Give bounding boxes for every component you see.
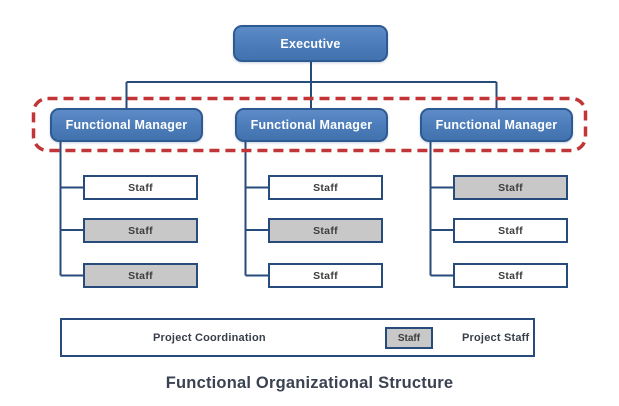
staff-node-project: Staff (453, 175, 568, 200)
executive-node: Executive (233, 25, 388, 62)
functional-manager-node-1: Functional Manager (50, 108, 203, 142)
staff-node-project: Staff (83, 263, 198, 288)
legend-coordination-label: Project Coordination (153, 332, 266, 344)
legend-project-staff-label: Project Staff (462, 332, 530, 344)
staff-node-project: Staff (268, 218, 383, 243)
figure-caption: Functional Organizational Structure (165, 374, 454, 392)
staff-node: Staff (268, 175, 383, 200)
staff-node: Staff (453, 218, 568, 243)
staff-node: Staff (268, 263, 383, 288)
legend-staff-sample-box: Staff (385, 327, 433, 349)
functional-manager-node-2: Functional Manager (235, 108, 388, 142)
staff-node-project: Staff (83, 218, 198, 243)
staff-node: Staff (83, 175, 198, 200)
functional-manager-node-3: Functional Manager (420, 108, 573, 142)
staff-node: Staff (453, 263, 568, 288)
legend-box (60, 318, 535, 357)
tree-connectors (59, 62, 498, 277)
